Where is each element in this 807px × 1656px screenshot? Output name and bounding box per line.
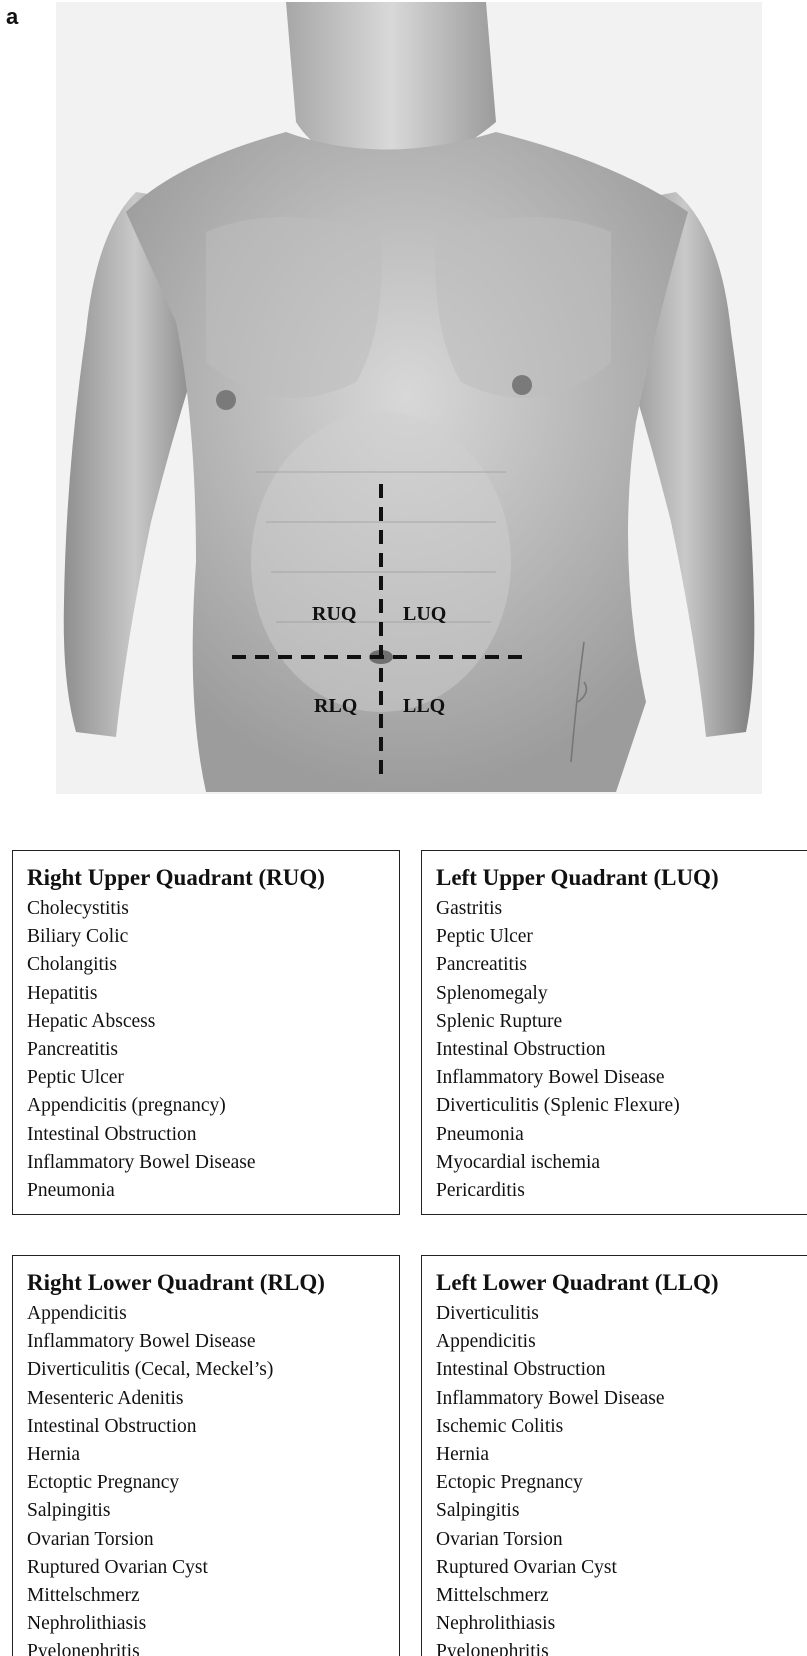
left-pectoral [435,217,611,398]
ruq-box-title: Right Upper Quadrant (RUQ) [27,863,399,893]
list-item: Salpingitis [436,1497,807,1525]
list-item: Nephrolithiasis [27,1610,399,1638]
list-item: Ruptured Ovarian Cyst [27,1554,399,1582]
llq-box: Left Lower Quadrant (LLQ) Diverticulitis… [421,1255,807,1656]
ruq-box: Right Upper Quadrant (RUQ) Cholecystitis… [12,850,400,1215]
rlq-condition-list: Appendicitis Inflammatory Bowel Disease … [27,1300,399,1656]
list-item: Splenomegaly [436,980,807,1008]
list-item: Hepatic Abscess [27,1008,399,1036]
torso-illustration: RUQ LUQ RLQ LLQ [56,2,762,794]
list-item: Appendicitis [436,1328,807,1356]
list-item: Diverticulitis [436,1300,807,1328]
list-item: Pyelonephritis [27,1638,399,1656]
list-item: Ovarian Torsion [436,1526,807,1554]
list-item: Intestinal Obstruction [27,1121,399,1149]
list-item: Cholecystitis [27,895,399,923]
list-item: Cholangitis [27,951,399,979]
luq-box: Left Upper Quadrant (LUQ) Gastritis Pept… [421,850,807,1215]
list-item: Appendicitis (pregnancy) [27,1092,399,1120]
list-item: Inflammatory Bowel Disease [436,1385,807,1413]
luq-label: LUQ [403,603,446,625]
list-item: Hernia [436,1441,807,1469]
list-item: Intestinal Obstruction [436,1356,807,1384]
list-item: Hernia [27,1441,399,1469]
list-item: Pyelonephritis [436,1638,807,1656]
rlq-box-title: Right Lower Quadrant (RLQ) [27,1268,399,1298]
list-item: Gastritis [436,895,807,923]
list-item: Mittelschmerz [436,1582,807,1610]
ruq-condition-list: Cholecystitis Biliary Colic Cholangitis … [27,895,399,1205]
list-item: Pneumonia [27,1177,399,1205]
list-item: Myocardial ischemia [436,1149,807,1177]
list-item: Pancreatitis [27,1036,399,1064]
luq-box-title: Left Upper Quadrant (LUQ) [436,863,807,893]
list-item: Mittelschmerz [27,1582,399,1610]
list-item: Ectoptic Pregnancy [27,1469,399,1497]
torso-sketch: RUQ LUQ RLQ LLQ [56,2,762,794]
list-item: Pneumonia [436,1121,807,1149]
llq-box-title: Left Lower Quadrant (LLQ) [436,1268,807,1298]
right-nipple [216,390,236,410]
list-item: Ischemic Colitis [436,1413,807,1441]
right-pectoral [206,217,382,398]
list-item: Inflammatory Bowel Disease [27,1149,399,1177]
panel-letter: a [6,4,18,30]
list-item: Nephrolithiasis [436,1610,807,1638]
list-item: Intestinal Obstruction [436,1036,807,1064]
list-item: Peptic Ulcer [436,923,807,951]
list-item: Hepatitis [27,980,399,1008]
list-item: Inflammatory Bowel Disease [436,1064,807,1092]
llq-condition-list: Diverticulitis Appendicitis Intestinal O… [436,1300,807,1656]
list-item: Peptic Ulcer [27,1064,399,1092]
ruq-label: RUQ [312,603,356,625]
list-item: Intestinal Obstruction [27,1413,399,1441]
luq-condition-list: Gastritis Peptic Ulcer Pancreatitis Sple… [436,895,807,1205]
list-item: Splenic Rupture [436,1008,807,1036]
list-item: Mesenteric Adenitis [27,1385,399,1413]
list-item: Salpingitis [27,1497,399,1525]
list-item: Ruptured Ovarian Cyst [436,1554,807,1582]
left-nipple [512,375,532,395]
list-item: Diverticulitis (Splenic Flexure) [436,1092,807,1120]
list-item: Pancreatitis [436,951,807,979]
rlq-label: RLQ [314,695,357,717]
list-item: Diverticulitis (Cecal, Meckel’s) [27,1356,399,1384]
list-item: Appendicitis [27,1300,399,1328]
list-item: Pericarditis [436,1177,807,1205]
llq-label: LLQ [403,695,445,717]
rlq-box: Right Lower Quadrant (RLQ) Appendicitis … [12,1255,400,1656]
list-item: Biliary Colic [27,923,399,951]
list-item: Ovarian Torsion [27,1526,399,1554]
list-item: Ectopic Pregnancy [436,1469,807,1497]
list-item: Inflammatory Bowel Disease [27,1328,399,1356]
